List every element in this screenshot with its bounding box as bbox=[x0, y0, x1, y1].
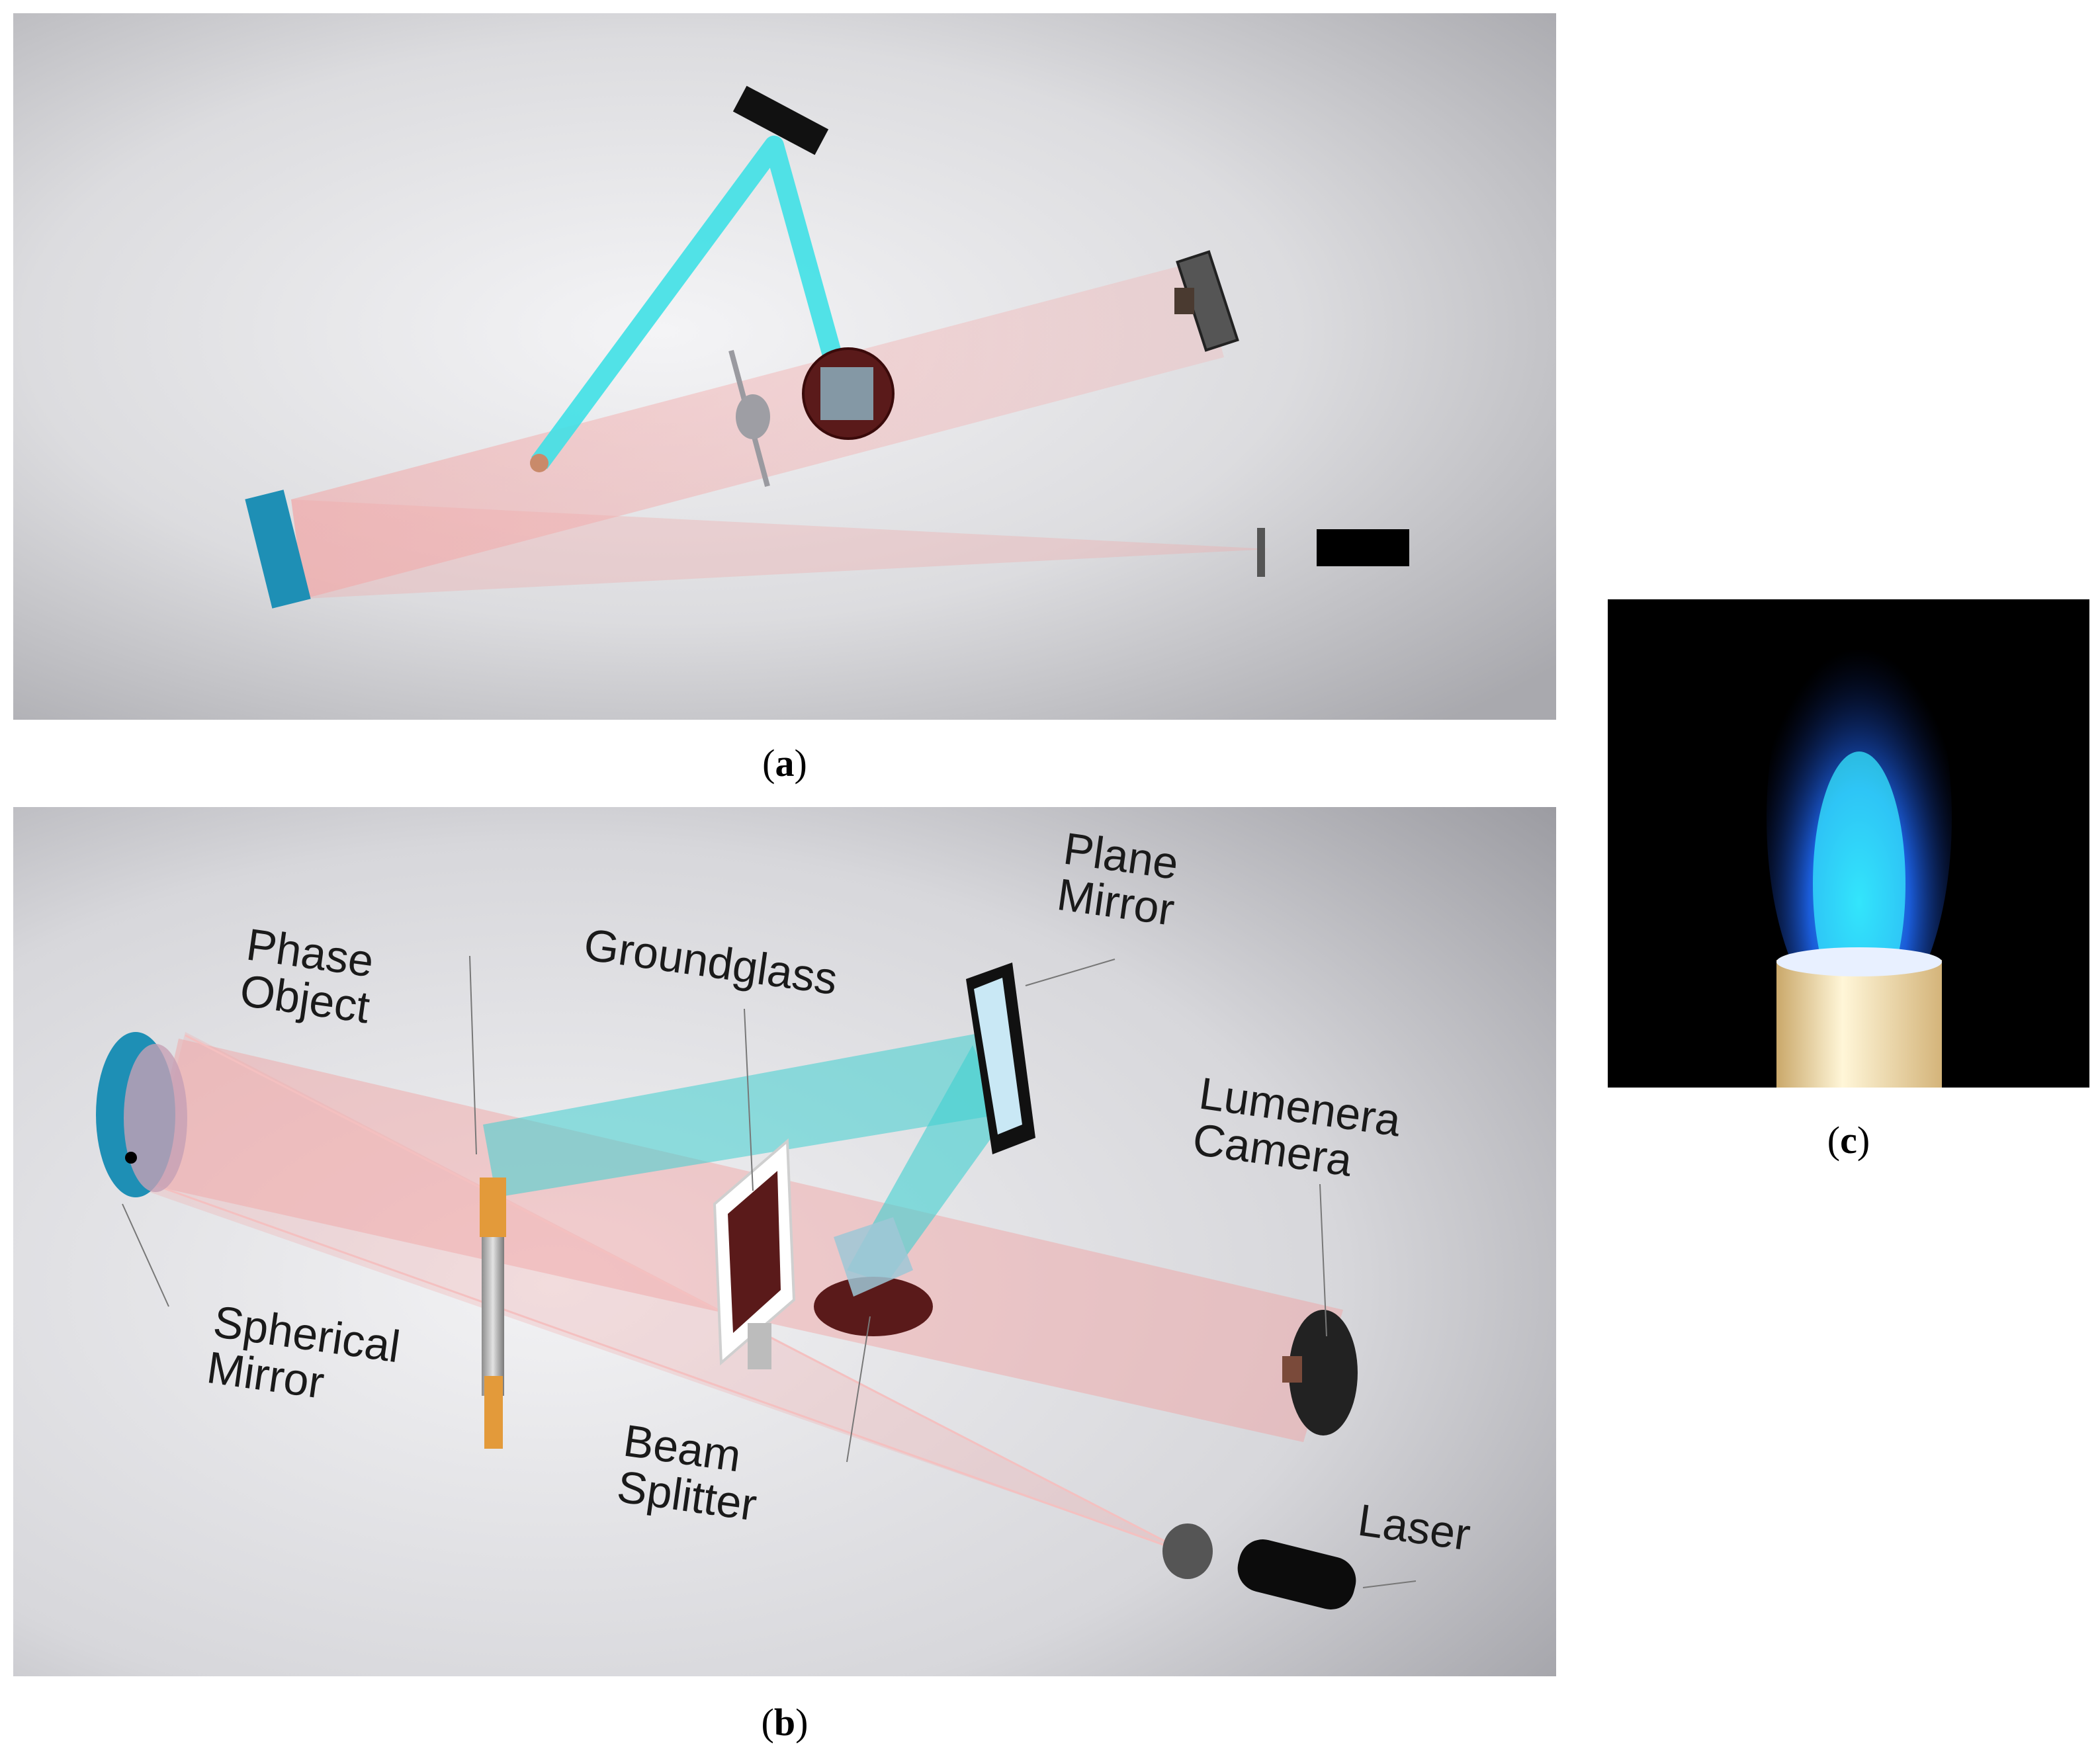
phase-object-a bbox=[530, 454, 548, 472]
beam-splitter-mount-b bbox=[814, 1277, 933, 1336]
panel-a-top-view bbox=[13, 13, 1556, 720]
laser-b bbox=[1237, 1539, 1356, 1609]
label-phase-object: Phase Object bbox=[237, 920, 389, 1035]
reference-beam-a bbox=[531, 136, 850, 469]
laser-cone-b bbox=[146, 1032, 1191, 1555]
reference-beam-b bbox=[483, 1032, 999, 1197]
camera-b bbox=[1289, 1310, 1358, 1436]
beam-splitter-a bbox=[820, 367, 873, 420]
pinhole-b bbox=[1162, 1523, 1213, 1579]
beam-splitter-b bbox=[834, 1217, 913, 1297]
spherical-mirror-a bbox=[245, 490, 311, 609]
laser-a bbox=[1317, 529, 1409, 566]
label-beam-splitter: Beam Splitter bbox=[614, 1416, 766, 1531]
panel-c-flame-photo bbox=[1608, 599, 2089, 1088]
panel-b-perspective-view: Phase Object Groundglass Plane Mirror Lu… bbox=[13, 807, 1556, 1676]
caption-b: (b) bbox=[761, 1701, 809, 1744]
pinhole-a bbox=[1257, 528, 1265, 577]
caption-c: (c) bbox=[1827, 1119, 1870, 1162]
burner-tube bbox=[1776, 960, 1942, 1088]
plane-mirror-a bbox=[732, 85, 829, 155]
caption-a: (a) bbox=[762, 742, 807, 785]
